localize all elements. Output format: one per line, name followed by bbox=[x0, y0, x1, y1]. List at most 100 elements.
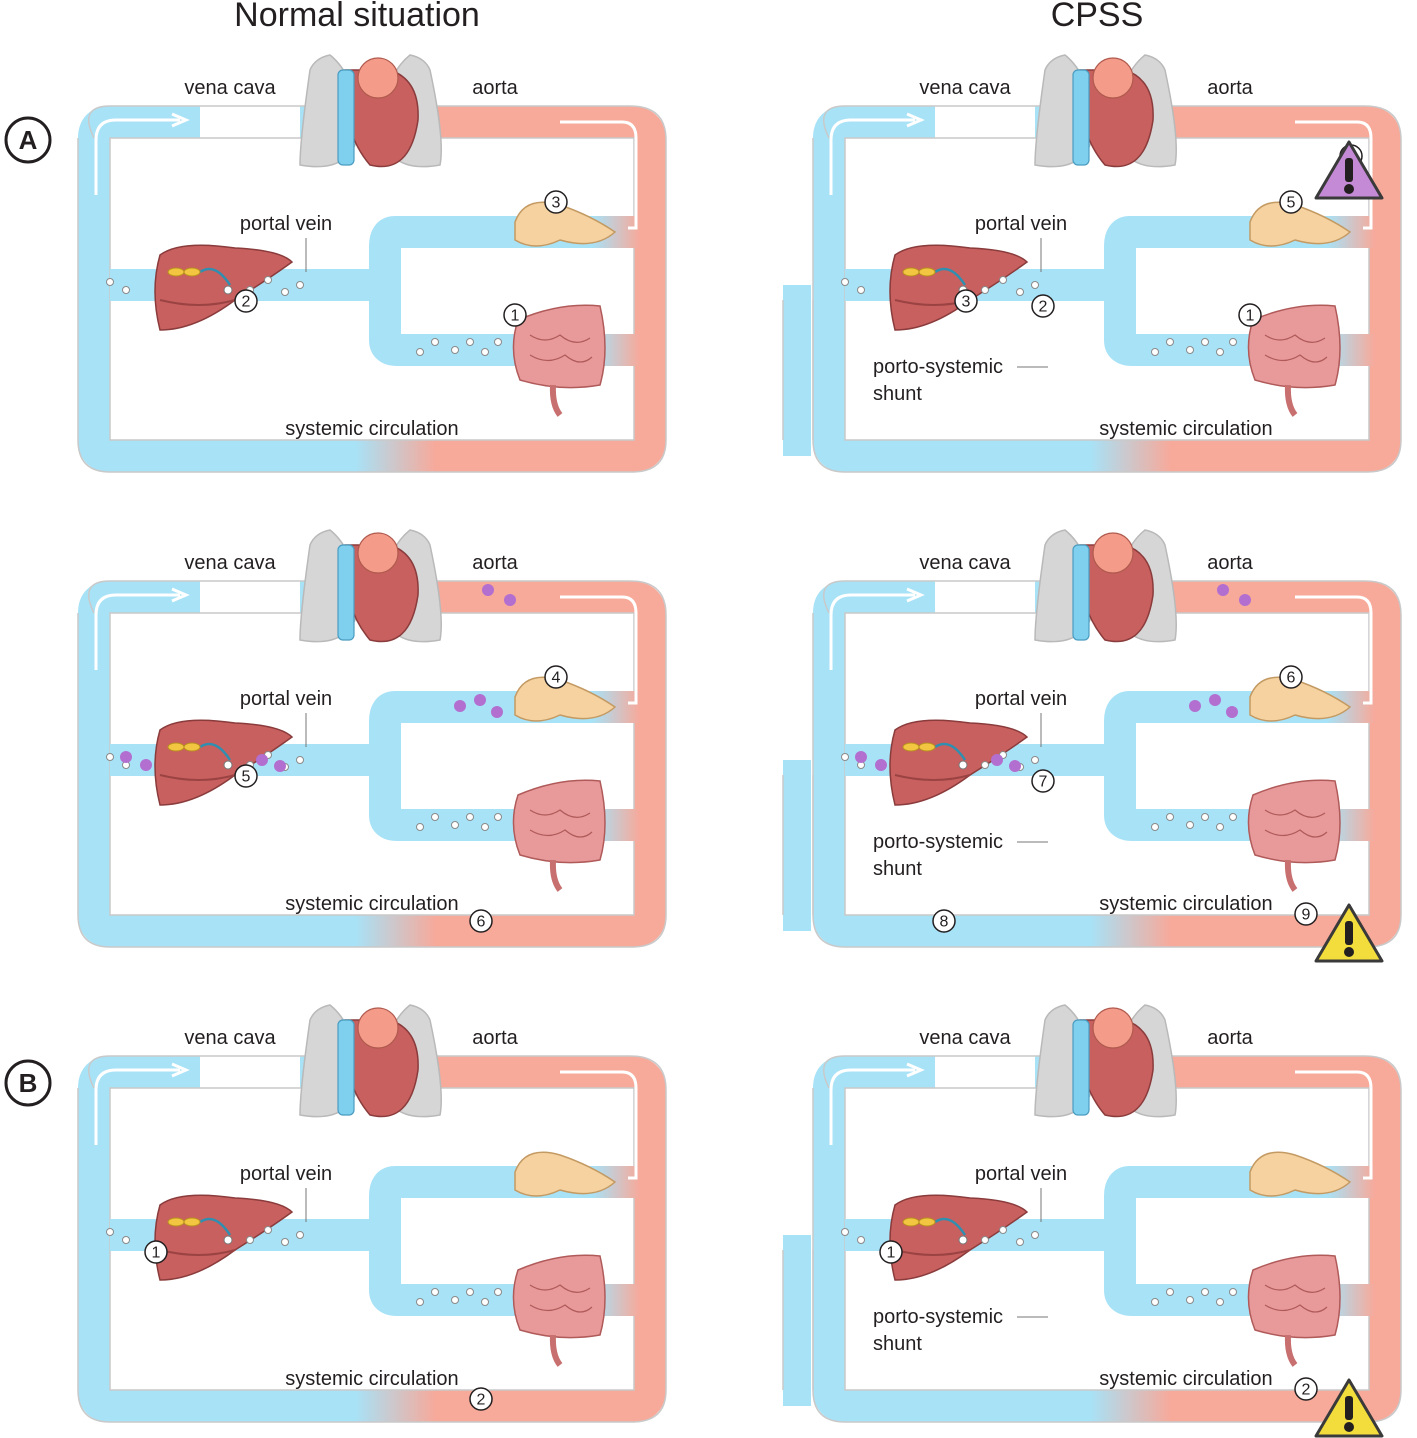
purple-particle bbox=[256, 754, 268, 766]
step-marker-1: 1 bbox=[879, 1240, 903, 1264]
particle bbox=[281, 288, 289, 296]
step-marker-8: 8 bbox=[932, 909, 956, 933]
label-shunt-1: porto-systemic bbox=[873, 831, 1003, 853]
particle bbox=[1166, 338, 1174, 346]
particle bbox=[841, 1228, 849, 1236]
liver-shape bbox=[154, 1194, 294, 1281]
particle bbox=[841, 278, 849, 286]
rectum bbox=[549, 384, 563, 417]
step-marker-2: 2 bbox=[469, 1387, 493, 1411]
step-marker-circle bbox=[544, 665, 568, 689]
rectum bbox=[1284, 384, 1298, 417]
purple-particle bbox=[454, 700, 466, 712]
liver-lobe bbox=[159, 774, 236, 781]
particle bbox=[431, 338, 439, 346]
liver bbox=[154, 244, 294, 331]
particle bbox=[223, 285, 233, 295]
particle bbox=[1186, 346, 1194, 354]
step-marker-number: 6 bbox=[477, 914, 486, 931]
particle bbox=[106, 278, 114, 286]
particle bbox=[466, 1288, 474, 1296]
particle bbox=[466, 813, 474, 821]
purple-particle bbox=[1239, 594, 1251, 606]
outer-outline bbox=[77, 1055, 667, 1423]
particle bbox=[1229, 1288, 1237, 1296]
flow-arrow-aorta bbox=[1295, 120, 1373, 230]
intestine-body bbox=[512, 304, 606, 389]
glycogen-coin bbox=[902, 742, 920, 752]
warning-bar bbox=[1345, 1396, 1353, 1420]
particle bbox=[1151, 1298, 1159, 1306]
arrowhead bbox=[171, 587, 190, 603]
step-marker-circle bbox=[1031, 294, 1055, 318]
particle bbox=[1151, 823, 1159, 831]
heart-lungs bbox=[1034, 529, 1177, 643]
liver-shape bbox=[889, 244, 1029, 331]
glycogen-coin bbox=[918, 267, 936, 277]
particle bbox=[857, 286, 865, 294]
arrowhead bbox=[906, 587, 925, 603]
particle bbox=[296, 756, 304, 764]
purple-particle bbox=[482, 584, 494, 596]
purple-particle bbox=[855, 751, 867, 763]
particle bbox=[1151, 348, 1159, 356]
particle bbox=[264, 276, 272, 284]
glycogen-coin bbox=[183, 742, 201, 752]
heart-lungs bbox=[299, 529, 442, 643]
label-portal-vein: portal vein bbox=[975, 213, 1067, 235]
step-marker-number: 6 bbox=[1287, 670, 1296, 687]
pancreas bbox=[514, 1151, 617, 1197]
liver-shape bbox=[889, 1194, 1029, 1281]
purple-particle bbox=[491, 706, 503, 718]
aortic-arch bbox=[1092, 57, 1134, 99]
step-marker-4: 4 bbox=[544, 665, 568, 689]
label-systemic: systemic circulation bbox=[1099, 1368, 1272, 1390]
outer-outline bbox=[77, 580, 667, 948]
step-marker-circle bbox=[1031, 769, 1055, 793]
uptake-arrow bbox=[199, 742, 232, 761]
vena-cava-heart bbox=[337, 69, 355, 166]
step-marker-number: 5 bbox=[242, 769, 251, 786]
outer-outline bbox=[812, 1055, 1402, 1423]
pancreas bbox=[1249, 676, 1352, 722]
purple-particle bbox=[1009, 760, 1021, 772]
flow-arrow-vena bbox=[829, 1068, 915, 1145]
step-marker-circle bbox=[234, 764, 258, 788]
label-vena-cava: vena cava bbox=[919, 552, 1011, 574]
rectum bbox=[1284, 859, 1298, 892]
step-marker-circle bbox=[469, 1387, 493, 1411]
liver-lobe bbox=[894, 774, 971, 781]
label-aorta: aorta bbox=[472, 77, 518, 99]
step-marker-circle bbox=[932, 909, 956, 933]
flow-arrow-aorta bbox=[560, 120, 638, 230]
pancreas bbox=[1249, 1151, 1352, 1197]
liver bbox=[889, 1194, 1029, 1281]
step-marker-5: 5 bbox=[1279, 190, 1303, 214]
systemic-gradient bbox=[985, 915, 1285, 947]
intestine-folds bbox=[529, 1284, 593, 1313]
step-marker-number: 2 bbox=[242, 294, 251, 311]
step-marker-circle bbox=[954, 289, 978, 313]
particle bbox=[1216, 348, 1224, 356]
step-marker-number: 1 bbox=[1246, 308, 1255, 325]
particle bbox=[981, 286, 989, 294]
label-shunt-1: porto-systemic bbox=[873, 1306, 1003, 1328]
particle bbox=[451, 821, 459, 829]
header-normal: Normal situation bbox=[234, 0, 480, 34]
intestine-body bbox=[1247, 304, 1341, 389]
arrowhead bbox=[171, 112, 190, 128]
label-shunt-2: shunt bbox=[873, 858, 922, 880]
uptake-arrow bbox=[199, 267, 232, 286]
step-marker-9: 9 bbox=[1294, 902, 1318, 926]
warning-dot bbox=[1344, 1422, 1354, 1432]
purple-particle bbox=[1226, 706, 1238, 718]
shunt-outline bbox=[782, 775, 814, 915]
particle bbox=[1216, 1298, 1224, 1306]
uptake-arrow bbox=[934, 1217, 967, 1236]
particle bbox=[1216, 823, 1224, 831]
particle bbox=[999, 1226, 1007, 1234]
intestine-folds bbox=[1264, 1284, 1328, 1313]
step-marker-2: 2 bbox=[234, 289, 258, 313]
particle bbox=[481, 1298, 489, 1306]
